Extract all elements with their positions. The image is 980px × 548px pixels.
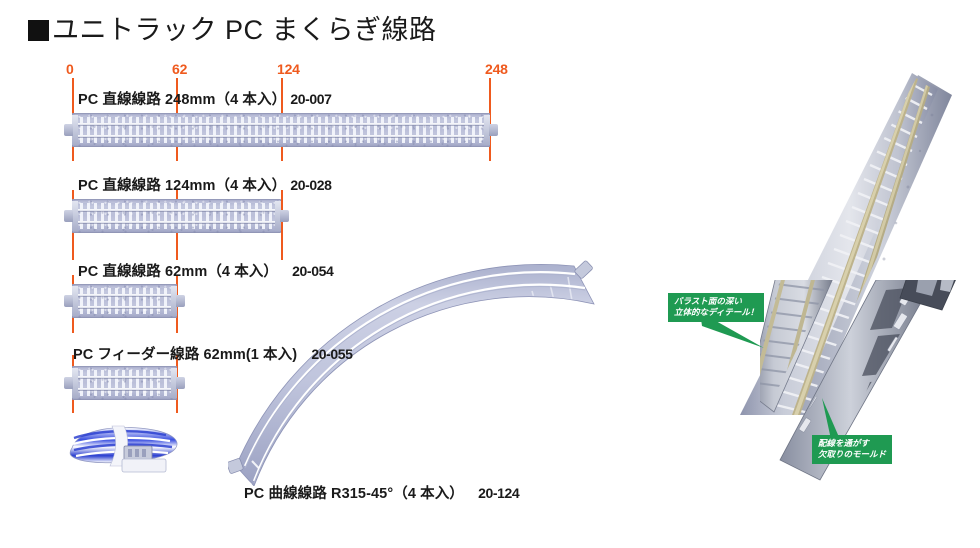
ballast <box>72 284 177 318</box>
caption-text: PC 直線線路 124mm（4 本入） <box>78 178 287 194</box>
tick-line-124b <box>281 190 283 260</box>
rail-joiner-right <box>280 210 289 222</box>
rail-joiner-right <box>176 295 185 307</box>
product-code: 20-007 <box>290 91 332 107</box>
product-code: 20-054 <box>292 263 334 279</box>
tick-line-248 <box>489 78 491 161</box>
rail-top <box>72 375 177 378</box>
ballast <box>72 199 281 233</box>
wiring-mold-callout: 配線を通がす 欠取りのモールド <box>812 435 893 464</box>
product-code: 20-124 <box>478 485 520 501</box>
track-underside-svg <box>747 269 961 481</box>
rail-top <box>72 293 177 296</box>
feeder-cable-svg <box>69 425 178 473</box>
tick-label-62: 62 <box>172 61 188 77</box>
rail-bottom <box>72 388 177 391</box>
callout-line-2: 立体的なディテール！ <box>674 307 759 317</box>
callout-line-1: 配線を通がす <box>818 438 870 448</box>
endcap-right <box>171 368 177 398</box>
caption-pc-curve-r315-45: PC 曲線線路 R315-45°（4 本入） 20-124 <box>244 482 520 503</box>
page-title-text: ユニトラック PC まくらぎ線路 <box>52 15 437 45</box>
caption-text: PC 曲線線路 R315-45°（4 本入） <box>244 486 464 502</box>
caption-pc-straight-248: PC 直線線路 248mm（4 本入） 20-007 <box>78 88 332 109</box>
track-pc-straight-248 <box>64 113 498 147</box>
ballast-detail-callout: バラスト面の深い 立体的なディテール！ <box>668 293 765 322</box>
tick-label-124: 124 <box>277 61 300 77</box>
ballast <box>72 113 490 147</box>
callout-line-1: バラスト面の深い <box>674 296 742 306</box>
rail-bottom <box>72 221 281 224</box>
tick-label-0: 0 <box>66 61 74 77</box>
endcap-right <box>171 286 177 316</box>
endcap-right <box>275 201 281 231</box>
caption-pc-feeder-62: PC フィーダー線路 62mm(1 本入) 20-055 <box>73 343 353 364</box>
tick-label-248: 248 <box>485 61 508 77</box>
endcap-right <box>484 115 490 145</box>
feeder-cable <box>62 418 192 480</box>
track-underside-photo <box>747 269 980 510</box>
rail-joiner-left <box>64 377 73 389</box>
sleepers <box>73 370 176 396</box>
product-code: 20-055 <box>311 346 353 362</box>
caption-pc-straight-124: PC 直線線路 124mm（4 本入） 20-028 <box>78 174 332 195</box>
rail-joiner-left <box>64 124 73 136</box>
curve-track-svg <box>226 260 595 487</box>
wiring-callout-leader <box>822 398 842 444</box>
sleepers <box>73 288 176 314</box>
sleepers <box>73 203 280 229</box>
caption-text: PC 直線線路 248mm（4 本入） <box>78 92 287 108</box>
endcap-left <box>72 286 78 316</box>
rail-joiner-right <box>489 124 498 136</box>
endcap-left <box>72 201 78 231</box>
filled-square-icon <box>28 20 49 41</box>
rail-top <box>72 122 490 125</box>
product-code: 20-028 <box>290 177 332 193</box>
track-pc-feeder-62 <box>64 366 185 400</box>
page-title: ユニトラック PC まくらぎ線路 <box>28 8 437 47</box>
track-pc-curve-r315-45 <box>226 258 628 487</box>
track-pc-straight-124 <box>64 199 289 233</box>
caption-text: PC フィーダー線路 62mm(1 本入) <box>73 347 298 363</box>
rail-bottom <box>72 306 177 309</box>
callout-line-2: 欠取りのモールド <box>818 449 887 459</box>
caption-pc-straight-62: PC 直線線路 62mm（4 本入） 20-054 <box>78 260 334 281</box>
rail-top <box>72 208 281 211</box>
rail-joiner-left <box>64 210 73 222</box>
sleepers <box>73 117 489 143</box>
endcap-left <box>72 368 78 398</box>
rail-bottom <box>72 135 490 138</box>
ballast <box>72 366 177 400</box>
rail-joiner-right <box>176 377 185 389</box>
endcap-left <box>72 115 78 145</box>
track-pc-straight-62 <box>64 284 185 318</box>
rail-joiner-left <box>64 295 73 307</box>
caption-text: PC 直線線路 62mm（4 本入） <box>78 264 279 280</box>
